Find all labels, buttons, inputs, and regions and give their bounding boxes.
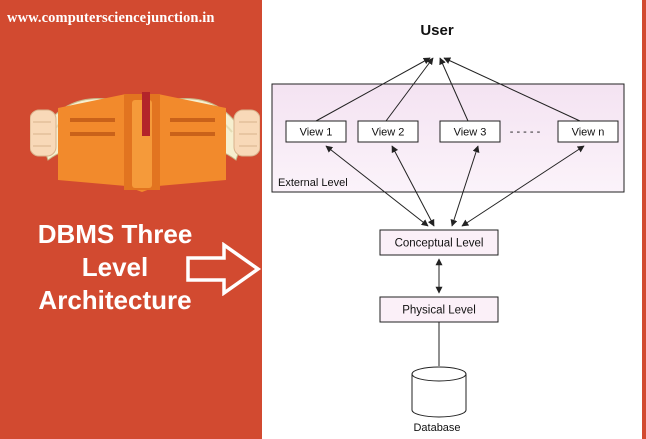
- view-3-label: View 3: [454, 127, 487, 139]
- arrow-viewn-user: [443, 57, 581, 122]
- view-2-label: View 2: [372, 127, 405, 139]
- database-label: Database: [413, 422, 460, 434]
- site-url: www.computersciencejunction.in: [7, 10, 215, 26]
- three-level-diagram: User External Level View 1 View 2 View 3…: [271, 22, 625, 434]
- conceptual-level-label: Conceptual Level: [395, 238, 484, 250]
- title-line-1: DBMS Three: [37, 219, 193, 249]
- view-n-box: [557, 120, 619, 143]
- views-ellipsis: - - - - -: [510, 126, 541, 138]
- arrow-viewn-conceptual: [461, 145, 585, 227]
- page-title: DBMS Three Level Architecture: [0, 218, 230, 317]
- right-border: [642, 0, 646, 439]
- arrow-view2-user: [385, 57, 434, 122]
- view-1-label: View 1: [300, 127, 333, 139]
- open-book-icon: [30, 92, 260, 192]
- external-level-label: External Level: [278, 177, 348, 189]
- view-1-box: [285, 120, 347, 143]
- title-line-2: Level: [81, 252, 149, 282]
- left-panel: www.computersciencejunction.in DBMS Thre…: [0, 0, 262, 439]
- arrow-view2-conceptual: [391, 145, 435, 227]
- view-n-label: View n: [572, 127, 605, 139]
- database-icon: [411, 366, 467, 418]
- right-arrow-icon: [186, 242, 262, 296]
- user-label: User: [420, 22, 454, 39]
- view-2-box: [357, 120, 419, 143]
- title-line-3: Architecture: [38, 285, 192, 315]
- view-3-box: [439, 120, 501, 143]
- conceptual-level-box: [379, 229, 499, 256]
- arrow-view1-user: [315, 57, 431, 122]
- physical-level-label: Physical Level: [402, 305, 476, 317]
- arrow-view3-user: [439, 57, 469, 122]
